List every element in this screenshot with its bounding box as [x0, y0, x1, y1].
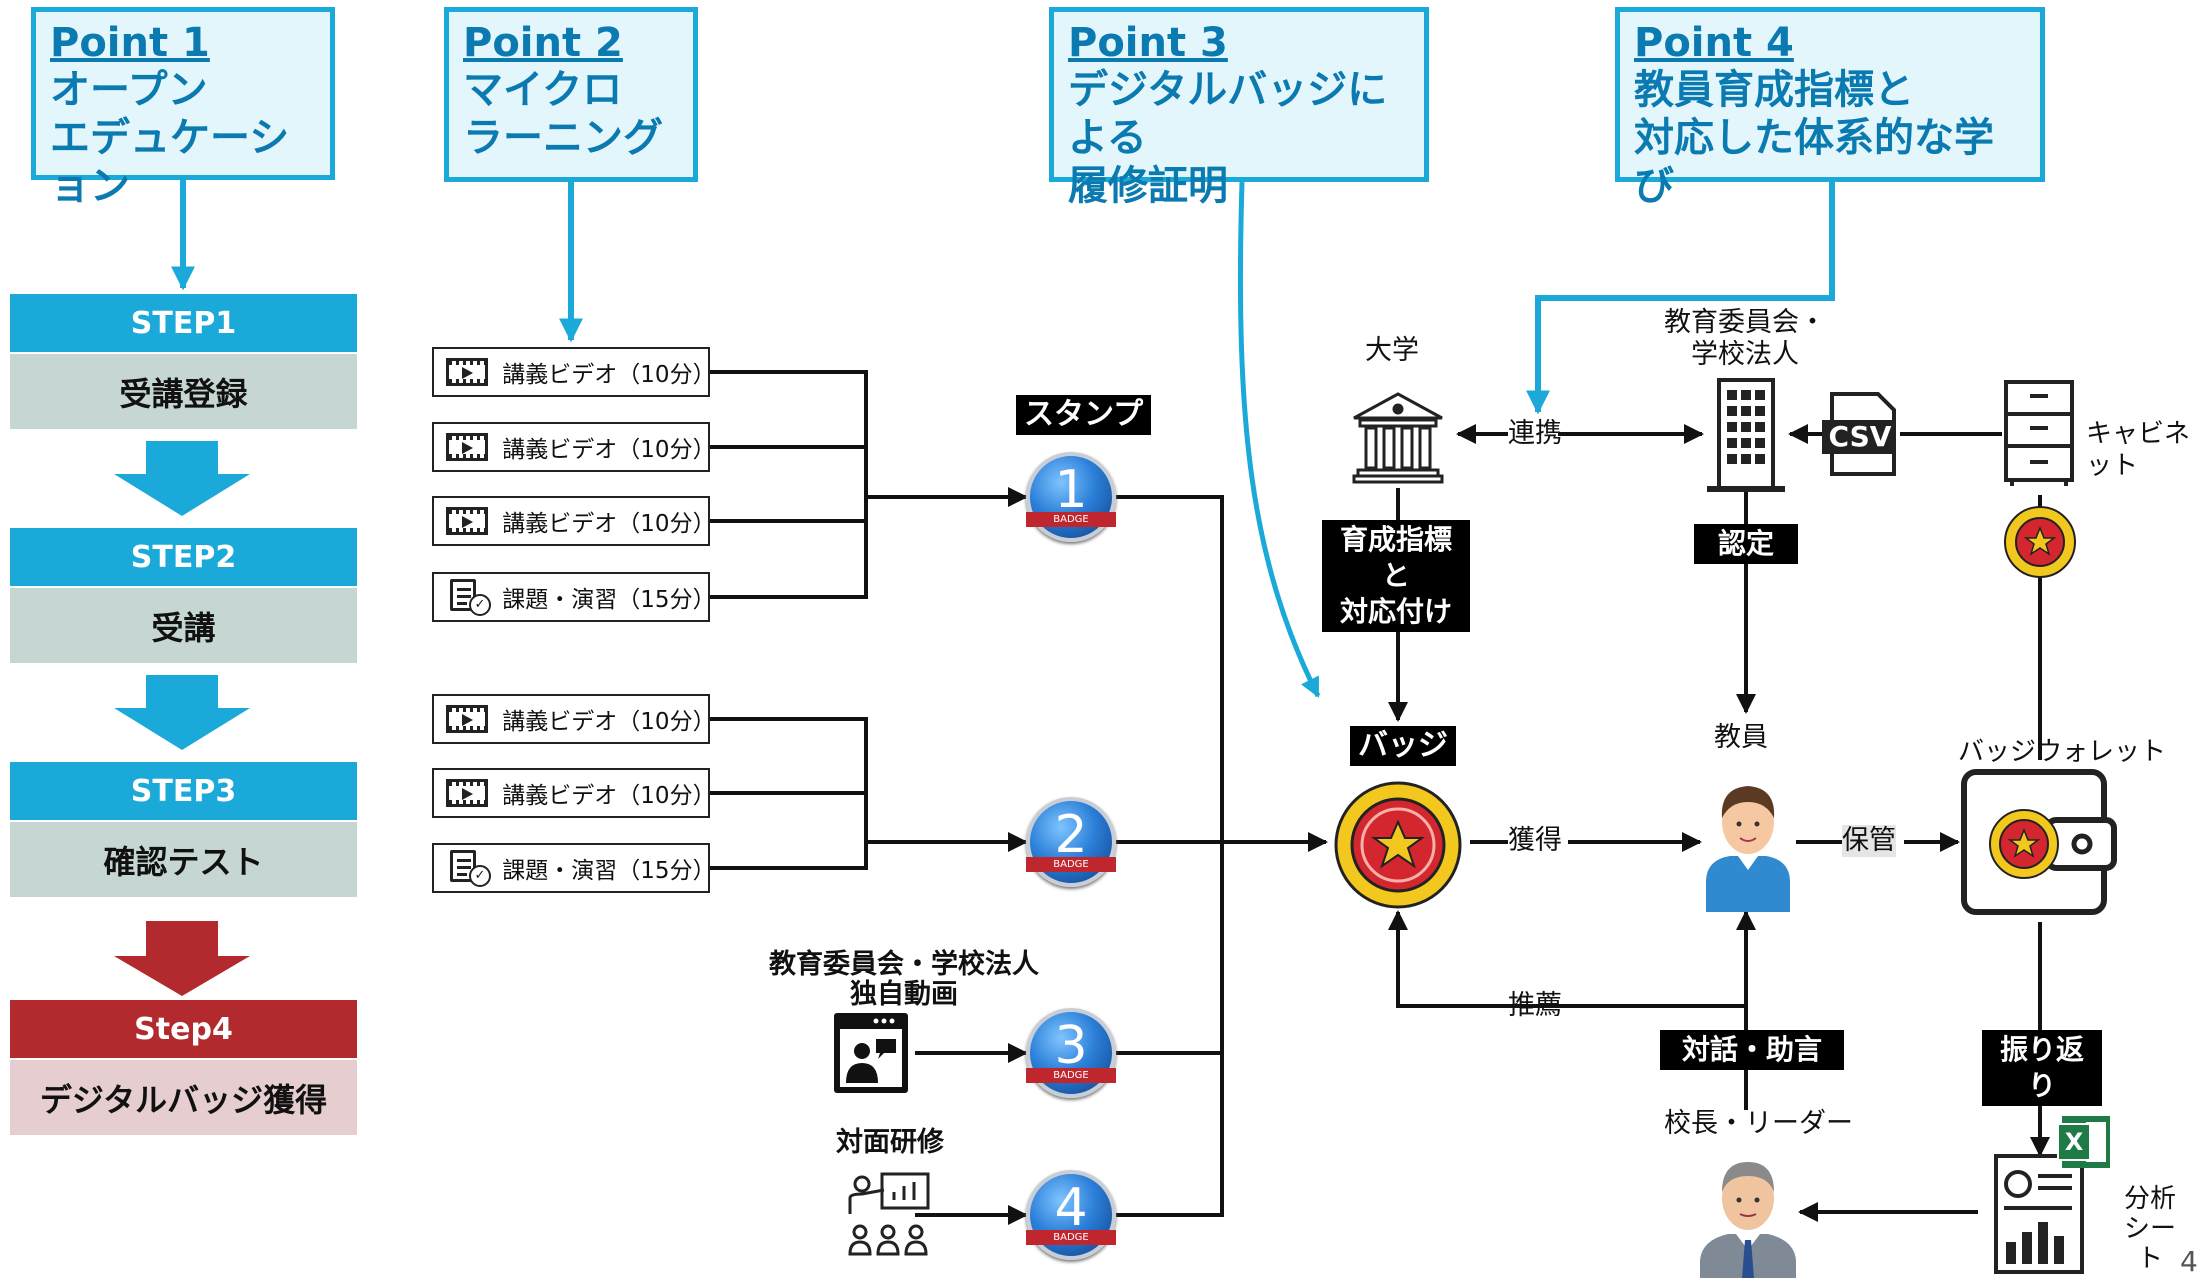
- assignment-icon: [444, 579, 491, 616]
- step-2-body: 受講: [10, 588, 357, 663]
- wallet-label: バッジウォレット: [1958, 737, 2167, 767]
- recommend-label: 推薦: [1508, 990, 1562, 1021]
- teacher-avatar: [1700, 772, 1796, 912]
- lesson-label: 講義ビデオ（10分）: [502, 511, 716, 537]
- lesson-label: 課題・演習（15分）: [502, 587, 716, 613]
- office-building-icon: [1705, 378, 1787, 494]
- cabinet-icon: [2002, 378, 2076, 488]
- lesson-label: 講義ビデオ（10分）: [502, 783, 716, 809]
- point-2-title: Point 2: [463, 20, 623, 66]
- principal-label: 校長・リーダー: [1664, 1108, 1853, 1139]
- video-icon: [444, 775, 490, 811]
- lesson-exercise-2: 課題・演習（15分）: [432, 843, 716, 893]
- online-lecture-icon: [832, 1011, 910, 1095]
- reflection-label: 振り返り: [1982, 1030, 2102, 1106]
- lesson-video-1: 講義ビデオ（10分）: [432, 347, 716, 397]
- point-3-text: デジタルバッジによる 履修証明: [1068, 67, 1388, 209]
- cabinet-label: キャビネット: [2086, 419, 2191, 481]
- badge-number: 2: [1054, 805, 1088, 865]
- badge-ribbon: BADGE: [1026, 512, 1116, 527]
- point-1-text: オープン エデュケーション: [50, 67, 290, 209]
- lesson-video-3: 講義ビデオ（10分）: [432, 496, 716, 546]
- badge-number: 4: [1054, 1178, 1088, 1238]
- step-2-header: STEP2: [10, 528, 357, 586]
- video-icon: [444, 503, 490, 539]
- lesson-label: 講義ビデオ（10分）: [502, 709, 716, 735]
- lesson-label: 講義ビデオ（10分）: [502, 437, 716, 463]
- alignment-label: 育成指標と 対応付け: [1322, 520, 1470, 632]
- video-icon: [444, 429, 490, 465]
- lesson-label: 講義ビデオ（10分）: [502, 362, 716, 388]
- teacher-label: 教員: [1714, 722, 1768, 753]
- video-icon: [444, 701, 490, 737]
- page-number: 4: [2180, 1245, 2198, 1278]
- stamp-label: スタンプ: [1016, 395, 1152, 435]
- board-label: 教育委員会・ 学校法人: [1664, 307, 1826, 370]
- lesson-video-4: 講義ビデオ（10分）: [432, 694, 716, 744]
- csv-file-icon: CSV: [1822, 392, 1900, 476]
- point-3-title: Point 3: [1068, 20, 1228, 66]
- step-1-header: STEP1: [10, 294, 357, 352]
- acquire-label: 獲得: [1508, 825, 1562, 856]
- badge-3-icon: 3 BADGE: [1026, 1008, 1116, 1098]
- excel-icon: X: [2064, 1128, 2084, 1156]
- store-label: 保管: [1842, 825, 1896, 857]
- badge-label: バッジ: [1350, 726, 1456, 766]
- badge-ribbon: BADGE: [1026, 1068, 1116, 1083]
- badge-ribbon: BADGE: [1026, 1230, 1116, 1245]
- analysis-sheet-icon: X: [1990, 1112, 2120, 1276]
- star-badge-icon: [1326, 780, 1470, 910]
- university-building-icon: [1350, 390, 1446, 486]
- training-icon: [846, 1170, 932, 1260]
- badge-ribbon: BADGE: [1026, 857, 1116, 872]
- analysis-sheet-label: 分析 シート: [2123, 1184, 2176, 1274]
- assignment-icon: [444, 850, 491, 887]
- point-1-title: Point 1: [50, 20, 210, 66]
- lesson-video-2: 講義ビデオ（10分）: [432, 422, 716, 472]
- point-4-box: Point 4 教員育成指標と 対応した体系的な学び: [1615, 7, 2045, 209]
- lesson-label: 課題・演習（15分）: [502, 858, 716, 884]
- badge-2-icon: 2 BADGE: [1026, 797, 1116, 887]
- step-3-body: 確認テスト: [10, 822, 357, 897]
- principal-avatar: [1698, 1148, 1798, 1278]
- point-2-box: Point 2 マイクロ ラーニング: [444, 7, 698, 182]
- step-3-header: STEP3: [10, 762, 357, 820]
- point-4-title: Point 4: [1634, 20, 1794, 66]
- star-badge-small-icon: [2002, 504, 2078, 580]
- university-label: 大学: [1365, 335, 1419, 366]
- step-1-body: 受講登録: [10, 354, 357, 429]
- point-2-text: マイクロ ラーニング: [463, 67, 663, 161]
- step-4-header: Step4: [10, 1000, 357, 1058]
- link-label: 連携: [1508, 418, 1562, 449]
- point-3-box: Point 3 デジタルバッジによる 履修証明: [1049, 7, 1429, 209]
- point-4-text: 教員育成指標と 対応した体系的な学び: [1634, 67, 1994, 209]
- video-icon: [444, 354, 490, 390]
- badge-number: 3: [1054, 1016, 1088, 1076]
- face-to-face-label: 対面研修: [836, 1127, 944, 1158]
- csv-text: CSV: [1828, 420, 1892, 453]
- lesson-exercise-1: 課題・演習（15分）: [432, 572, 716, 622]
- badge-4-icon: 4 BADGE: [1026, 1170, 1116, 1260]
- badge-1-icon: 1 BADGE: [1026, 452, 1116, 542]
- badge-wallet-icon: [1958, 762, 2120, 922]
- own-video-label: 教育委員会・学校法人 独自動画: [769, 949, 1039, 1010]
- step-4-body: デジタルバッジ獲得: [10, 1060, 357, 1135]
- badge-number: 1: [1054, 460, 1088, 520]
- lesson-video-5: 講義ビデオ（10分）: [432, 768, 716, 818]
- point-1-box: Point 1 オープン エデュケーション: [31, 7, 335, 209]
- certify-label: 認定: [1694, 524, 1798, 564]
- dialogue-label: 対話・助言: [1660, 1030, 1844, 1070]
